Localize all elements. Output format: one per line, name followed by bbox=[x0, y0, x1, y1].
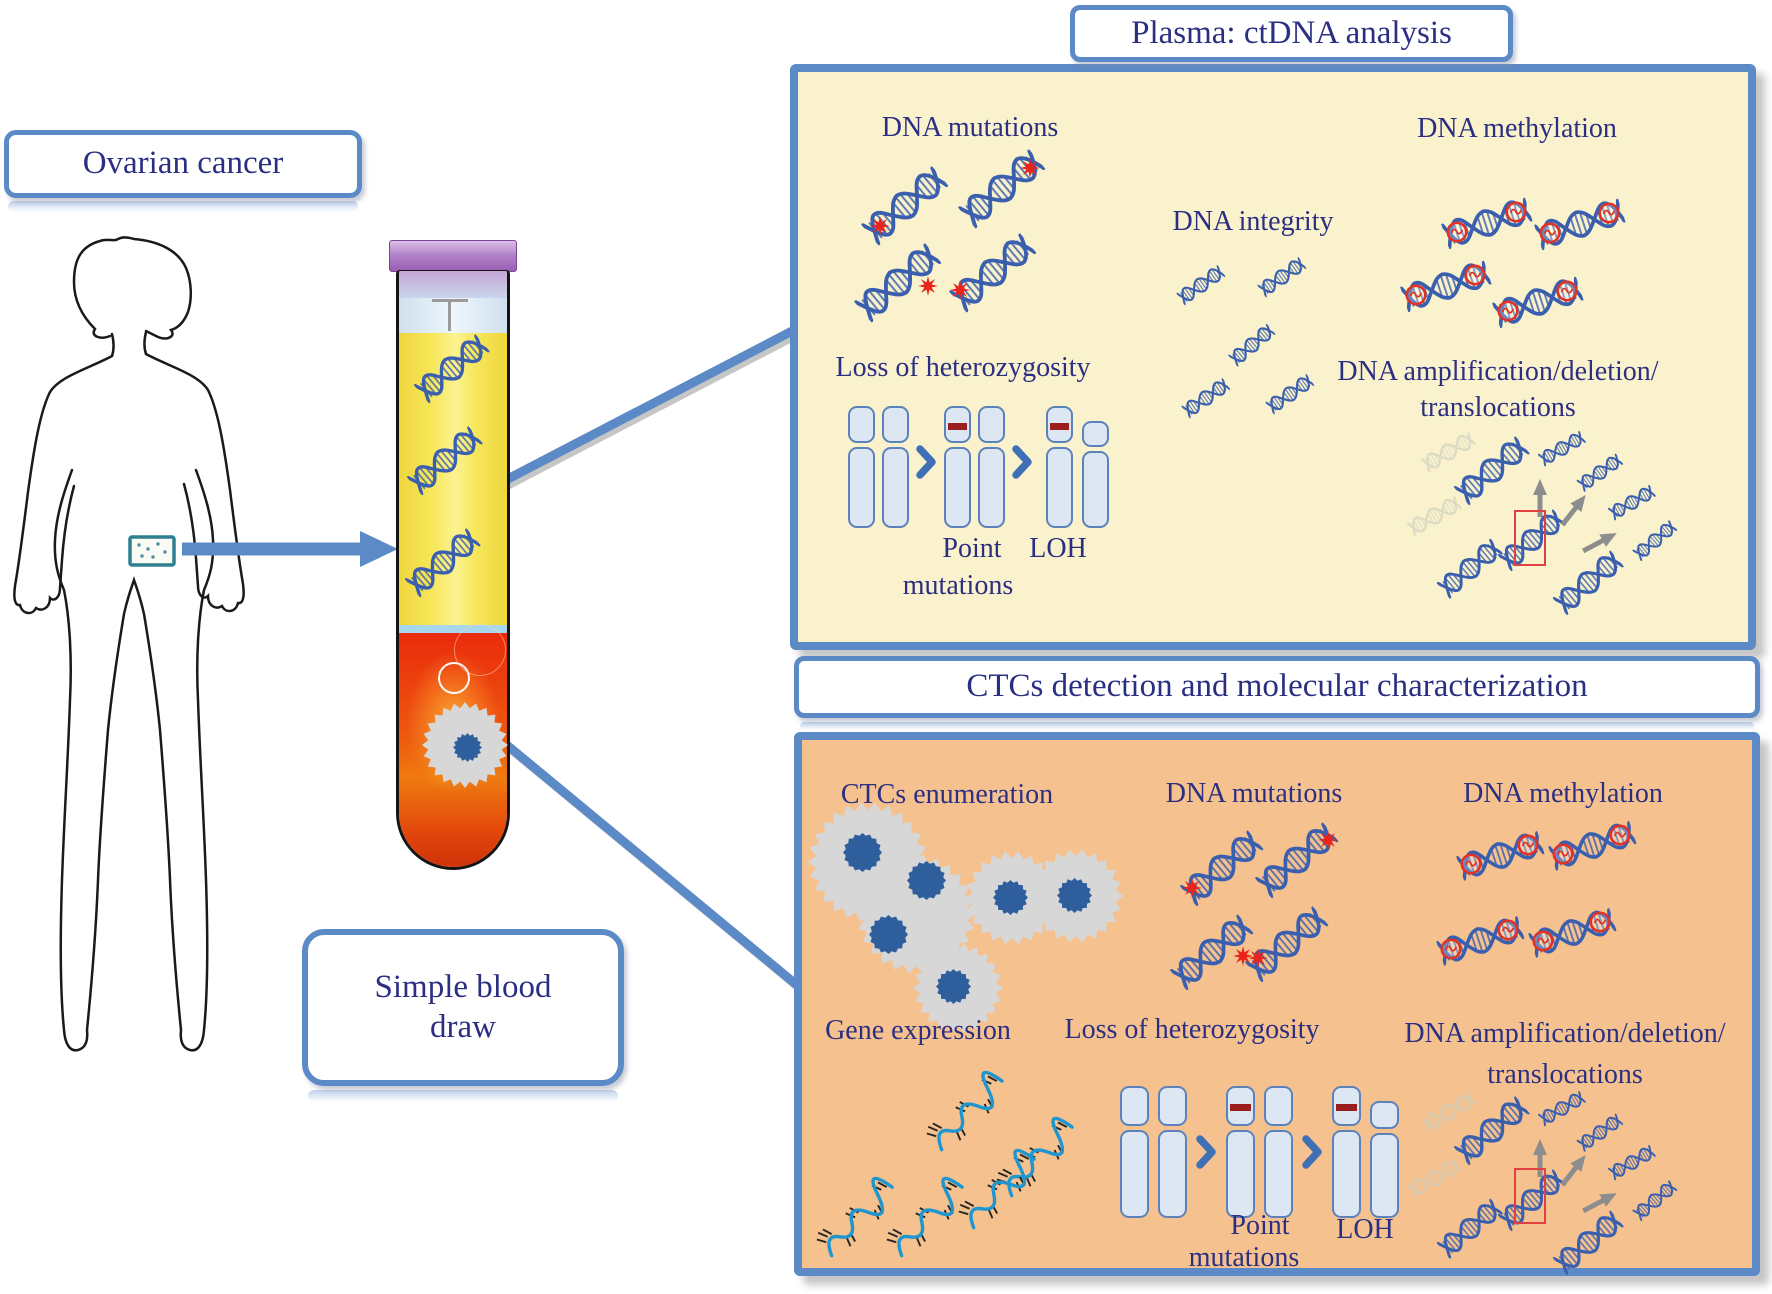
plasma-loh-label: Loss of heterozygosity bbox=[835, 352, 1091, 383]
ctc-title-box: CTCs detection and molecular characteriz… bbox=[794, 656, 1760, 718]
tumor-site-icon bbox=[128, 535, 176, 567]
methyl-group-icon bbox=[1550, 841, 1576, 867]
chromosome-icon bbox=[848, 406, 875, 528]
ctc-point-label-2: mutations bbox=[1188, 1242, 1300, 1273]
needle-icon bbox=[448, 301, 451, 331]
methyl-group-icon bbox=[1530, 928, 1556, 954]
chromosome-icon bbox=[1158, 1086, 1187, 1218]
mutation-star-icon bbox=[869, 215, 891, 237]
ovarian-box-reflection bbox=[8, 201, 358, 212]
plasma-loh-abbr-label: LOH bbox=[1029, 533, 1087, 564]
methyl-group-icon bbox=[1495, 298, 1521, 324]
chromosome-icon bbox=[1370, 1101, 1399, 1218]
plasma-connector-line bbox=[499, 326, 801, 490]
methyl-group-icon bbox=[1495, 917, 1521, 943]
ctc-point-label: Point bbox=[1230, 1210, 1290, 1241]
methyl-group-icon bbox=[1503, 199, 1529, 225]
ctc-connector-line bbox=[493, 732, 805, 994]
cell-outline-icon bbox=[438, 662, 470, 694]
methyl-group-icon bbox=[1607, 822, 1633, 848]
plasma-point-label: Point bbox=[942, 533, 1002, 564]
methyl-group-icon bbox=[1554, 278, 1580, 304]
mutation-star-icon bbox=[917, 275, 939, 297]
tube-stopper-layer bbox=[399, 271, 507, 298]
mutation-star-icon bbox=[1317, 829, 1339, 851]
mutation-star-icon bbox=[949, 279, 971, 301]
methyl-group-icon bbox=[1462, 262, 1488, 288]
ctc-title-reflection bbox=[800, 722, 1754, 730]
mutation-star-icon bbox=[1019, 157, 1041, 179]
tube-buffy-coat-layer bbox=[399, 625, 507, 633]
chromosome-icon bbox=[1120, 1086, 1149, 1218]
plasma-panel bbox=[790, 64, 1756, 650]
plasma-dna-mutations-label: DNA mutations bbox=[881, 112, 1059, 143]
cell-nucleus-icon bbox=[992, 879, 1028, 915]
chromosome-icon bbox=[882, 406, 909, 528]
methyl-group-icon bbox=[1444, 219, 1470, 245]
blood-draw-label-line2: draw bbox=[430, 1008, 496, 1045]
ctc-dna-mutations-label: DNA mutations bbox=[1165, 778, 1343, 809]
needle-icon bbox=[432, 299, 468, 302]
patient-body-outline bbox=[13, 236, 245, 1052]
red-highlight-box bbox=[1514, 510, 1546, 566]
chevron-icon bbox=[916, 445, 938, 479]
ctc-gene-expression-label: Gene expression bbox=[825, 1015, 1011, 1046]
chromosome-icon bbox=[944, 406, 971, 528]
red-highlight-box bbox=[1514, 1168, 1546, 1224]
cell-nucleus-icon bbox=[935, 968, 971, 1004]
ovarian-cancer-box: Ovarian cancer bbox=[4, 130, 362, 198]
chromosome-icon bbox=[1226, 1086, 1255, 1218]
methyl-group-icon bbox=[1403, 282, 1429, 308]
methyl-group-icon bbox=[1537, 220, 1563, 246]
ctc-enumeration-label: CTCs enumeration bbox=[840, 779, 1054, 810]
methyl-group-icon bbox=[1587, 909, 1613, 935]
tube-cap bbox=[389, 240, 517, 272]
blood-draw-reflection bbox=[308, 1090, 618, 1102]
mutation-star-icon bbox=[1181, 877, 1203, 899]
plasma-title: Plasma: ctDNA analysis bbox=[1131, 14, 1452, 51]
plasma-title-box: Plasma: ctDNA analysis bbox=[1070, 5, 1513, 62]
methyl-group-icon bbox=[1515, 832, 1541, 858]
ctc-amplification-label-2: translocations bbox=[1487, 1059, 1643, 1090]
blood-draw-box: Simple blood draw bbox=[302, 929, 624, 1086]
chromosome-icon bbox=[978, 406, 1005, 528]
chromosome-icon bbox=[1332, 1086, 1361, 1218]
ovarian-cancer-label: Ovarian cancer bbox=[82, 145, 284, 182]
plasma-amplification-label-1: DNA amplification/deletion/ bbox=[1337, 356, 1659, 387]
cell-outline-icon bbox=[454, 624, 506, 676]
tumor-to-tube-arrow bbox=[182, 531, 398, 567]
chromosome-icon bbox=[1082, 421, 1109, 528]
tube-air-layer bbox=[399, 298, 507, 333]
blood-draw-label-line1: Simple blood bbox=[374, 968, 552, 1005]
plasma-amplification-label-2: translocations bbox=[1420, 392, 1576, 423]
plasma-dna-integrity-label: DNA integrity bbox=[1172, 206, 1334, 237]
chevron-icon bbox=[1012, 445, 1034, 479]
chromosome-icon bbox=[1264, 1086, 1293, 1218]
ctc-loh-label: Loss of heterozygosity bbox=[1064, 1014, 1320, 1045]
cell-nucleus-icon bbox=[868, 914, 908, 954]
chevron-icon bbox=[1196, 1135, 1218, 1169]
cell-nucleus-icon bbox=[842, 832, 882, 872]
cell-nucleus-icon bbox=[906, 860, 946, 900]
mutation-star-icon bbox=[1247, 947, 1269, 969]
methyl-group-icon bbox=[1458, 851, 1484, 877]
ctc-dna-methylation-label: DNA methylation bbox=[1463, 778, 1663, 809]
methyl-group-icon bbox=[1438, 936, 1464, 962]
plasma-point-label-2: mutations bbox=[902, 570, 1014, 601]
ctc-loh-abbr-label: LOH bbox=[1336, 1214, 1394, 1245]
chromosome-icon bbox=[1046, 406, 1073, 528]
plasma-dna-methylation-label: DNA methylation bbox=[1417, 113, 1617, 144]
methyl-group-icon bbox=[1596, 200, 1622, 226]
chevron-icon bbox=[1302, 1135, 1324, 1169]
cell-nucleus-icon bbox=[1056, 877, 1092, 913]
ctc-title: CTCs detection and molecular characteriz… bbox=[966, 668, 1588, 705]
ctc-amplification-label-1: DNA amplification/deletion/ bbox=[1404, 1018, 1726, 1049]
cell-nucleus-icon bbox=[452, 732, 482, 762]
